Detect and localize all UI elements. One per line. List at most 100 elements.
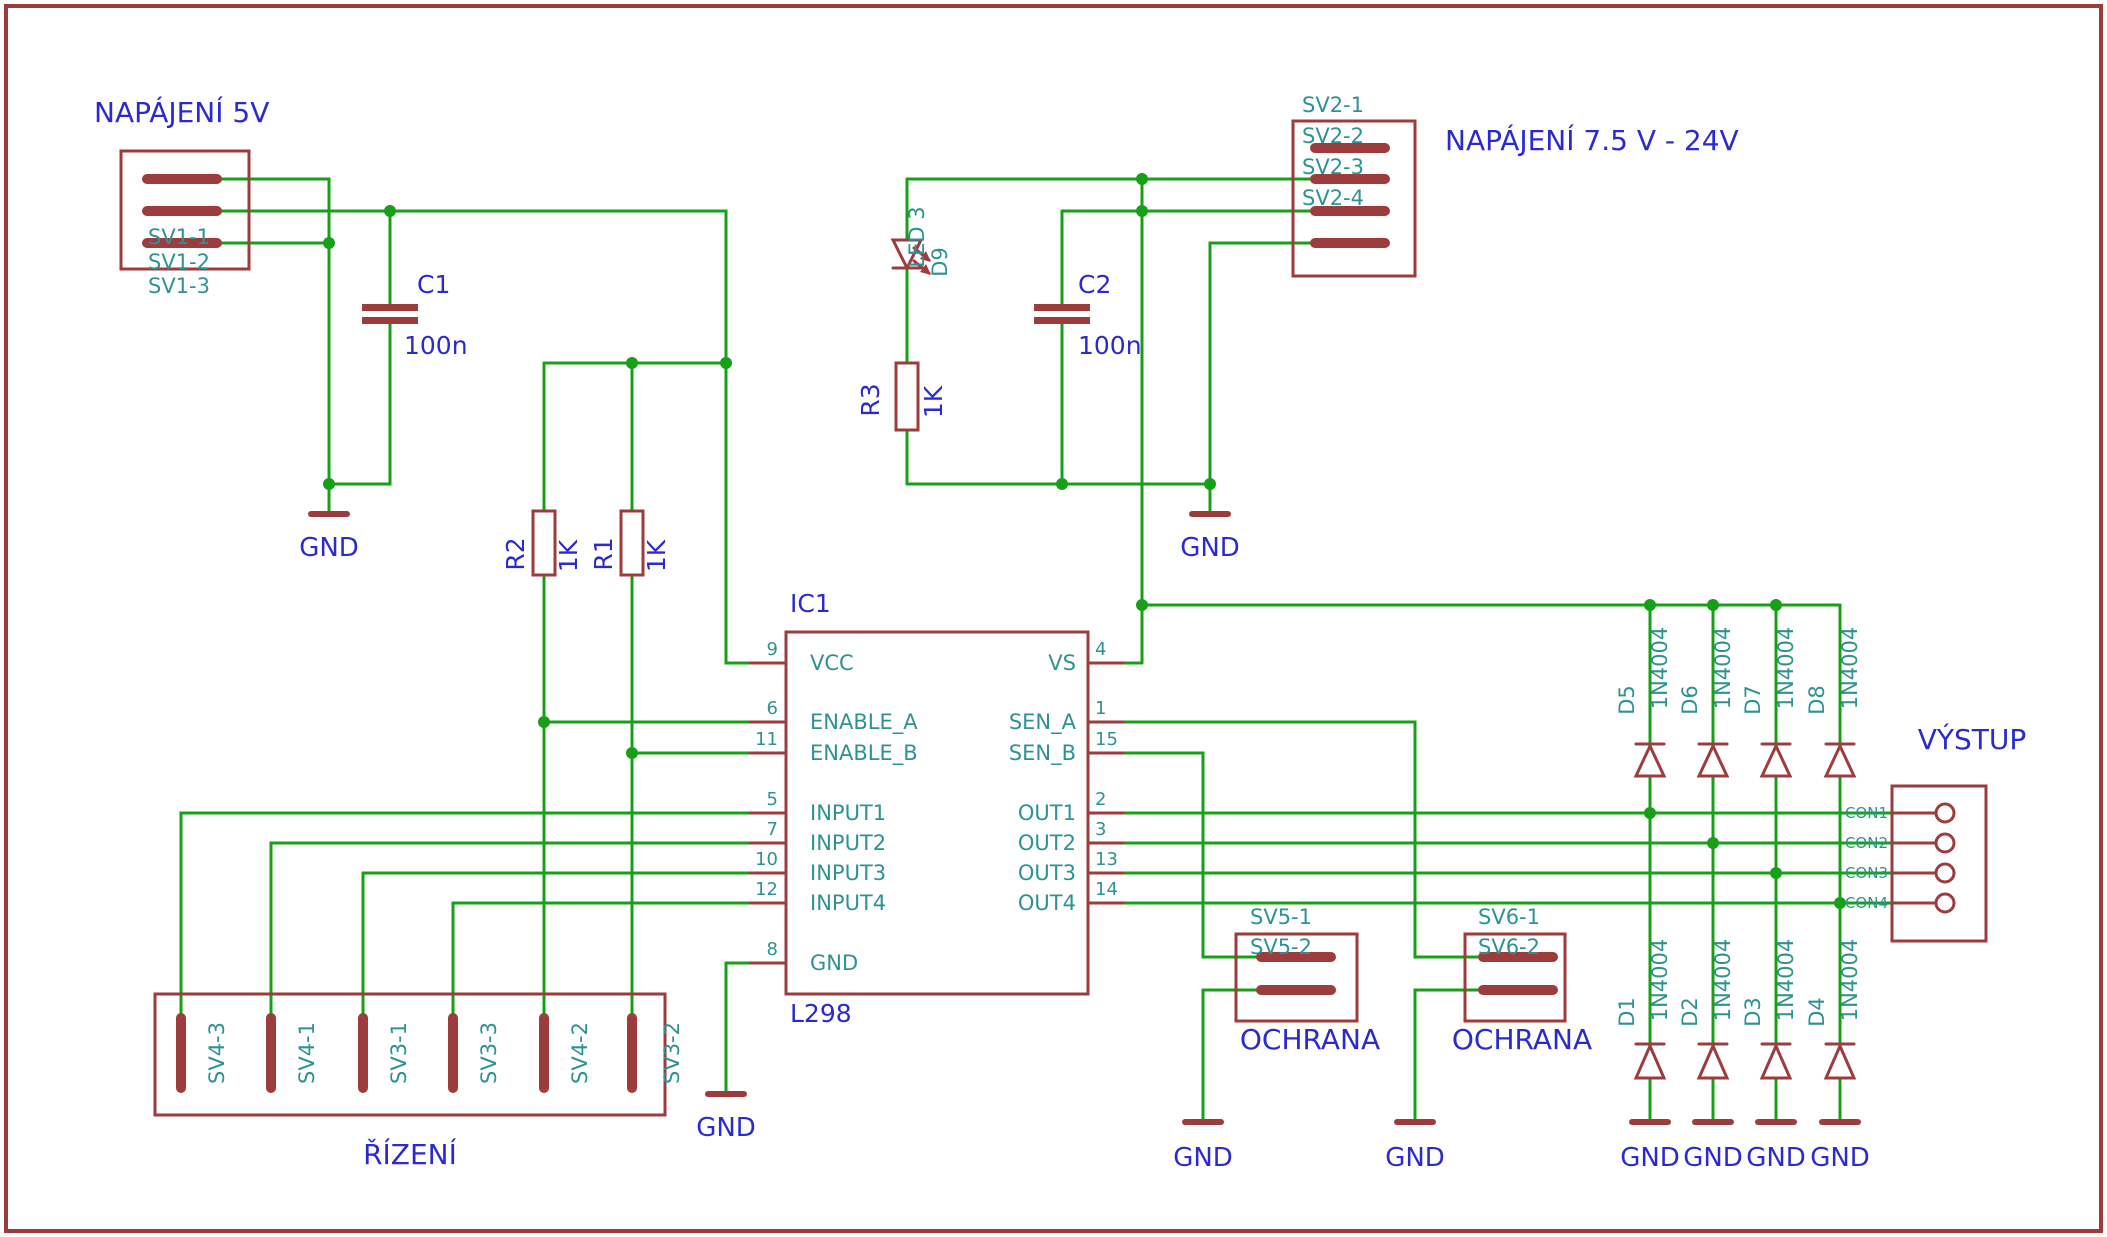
pin-number: 11 xyxy=(755,729,778,750)
pin-sv4-3 xyxy=(176,1013,186,1093)
gnd-label: GND xyxy=(1810,1143,1870,1173)
connector-sv2: SV2-1 SV2-2 SV2-3 SV2-4 xyxy=(1291,93,1417,278)
ic-l298: 9 6 11 5 7 10 12 8 VCC ENABLE_A ENABLE_B… xyxy=(748,589,1125,1028)
pin-name: OUT1 xyxy=(1018,801,1076,825)
pin-name: OUT4 xyxy=(1018,891,1076,915)
gnd-symbol: GND xyxy=(1810,1119,1870,1173)
pin-sv2-3 xyxy=(1310,206,1390,216)
pin-number: 1 xyxy=(1095,698,1106,719)
diode-d1: D1 1N4004 xyxy=(1615,939,1672,1080)
pin-circle-con3 xyxy=(1934,862,1956,884)
part-name: C1 xyxy=(417,270,450,299)
pin-number: 13 xyxy=(1095,849,1118,870)
gnd-label: GND xyxy=(1180,533,1240,563)
led-arrowhead xyxy=(920,251,931,262)
pin-label: SV3-1 xyxy=(387,1022,411,1084)
pin-label: CON2 xyxy=(1845,834,1888,852)
pin-sv4-1 xyxy=(266,1013,276,1093)
diode-d2: D2 1N4004 xyxy=(1678,939,1735,1080)
title-power-24v: NAPÁJENÍ 7.5 V - 24V xyxy=(1445,123,1739,157)
part-name: D3 xyxy=(1741,997,1765,1027)
pin-name: INPUT1 xyxy=(810,801,886,825)
pin-number: 4 xyxy=(1095,639,1106,660)
part-value: 100n xyxy=(404,331,468,360)
pin-label: SV5-1 xyxy=(1250,905,1312,929)
pin-name: ENABLE_A xyxy=(810,710,918,735)
part-name: R1 xyxy=(589,537,618,570)
part-name: D5 xyxy=(1615,685,1639,715)
junction-dots xyxy=(323,173,1846,909)
pin-label: SV1-3 xyxy=(148,274,210,298)
pin-sv2-2 xyxy=(1310,174,1390,184)
net-gnd-right xyxy=(905,209,1312,516)
pin-sv4-2 xyxy=(539,1013,549,1093)
connector-rizeni-body xyxy=(153,992,667,1117)
led-triangle xyxy=(890,238,924,272)
part-value: LED 3 xyxy=(905,206,929,267)
gnd-symbol: GND xyxy=(1683,1119,1743,1173)
capacitor-plate xyxy=(362,304,418,311)
net-ic-gnd xyxy=(724,961,752,1096)
part-name: D4 xyxy=(1805,997,1829,1027)
part-value: L298 xyxy=(790,999,852,1028)
pin-name: OUT2 xyxy=(1018,831,1076,855)
pin-label: SV6-2 xyxy=(1478,935,1540,959)
pin-sv1-1 xyxy=(142,174,222,184)
pin-name: INPUT2 xyxy=(810,831,886,855)
pin-sv6-1 xyxy=(1478,952,1558,962)
net-vs xyxy=(905,177,1842,665)
gnd-label: GND xyxy=(299,533,359,563)
pin-label: SV6-1 xyxy=(1478,905,1540,929)
connector-sv5-body xyxy=(1234,932,1359,1023)
pin-label: CON4 xyxy=(1845,894,1888,912)
drawing-frame xyxy=(4,4,2103,1233)
part-name: D7 xyxy=(1741,685,1765,715)
led-d9: LED 3 D9 xyxy=(890,206,952,277)
net-enable xyxy=(542,573,752,1015)
gnd-symbol: GND xyxy=(1173,1119,1233,1173)
pin-sv2-4 xyxy=(1310,238,1390,248)
pin-label: SV2-1 xyxy=(1302,93,1364,117)
connector-sv5: SV5-1 SV5-2 xyxy=(1234,905,1359,1023)
pin-circle-con2 xyxy=(1934,832,1956,854)
pin-name: GND xyxy=(810,951,858,975)
pin-name: INPUT4 xyxy=(810,891,886,915)
diode-triangle xyxy=(1633,742,1667,778)
pin-number: 9 xyxy=(767,639,778,660)
connector-sv6-body xyxy=(1463,932,1567,1023)
pin-sv3-3 xyxy=(448,1013,458,1093)
connector-sv2-body xyxy=(1291,119,1417,278)
title-protection-left: OCHRANA xyxy=(1240,1023,1380,1056)
diode-triangle xyxy=(1633,1042,1667,1080)
part-name: R3 xyxy=(856,383,885,416)
capacitor-c1: C1 100n xyxy=(362,270,468,360)
pin-label: SV4-2 xyxy=(568,1022,592,1084)
net-gnd-left xyxy=(220,177,392,516)
pin-number: 5 xyxy=(767,789,778,810)
part-name: D8 xyxy=(1805,685,1829,715)
pin-sv5-2 xyxy=(1256,985,1336,995)
pin-label: SV5-2 xyxy=(1250,935,1312,959)
pin-number: 2 xyxy=(1095,789,1106,810)
pin-name: SEN_B xyxy=(1009,741,1076,766)
diode-triangle xyxy=(1696,1042,1730,1080)
gnd-symbol: GND xyxy=(1746,1119,1806,1173)
resistor-body xyxy=(531,509,557,577)
pin-label: SV4-3 xyxy=(205,1022,229,1084)
part-name: D1 xyxy=(1615,997,1639,1027)
diode-d8: D8 1N4004 xyxy=(1805,627,1862,778)
pin-number: 7 xyxy=(767,819,778,840)
pin-label: SV1-1 xyxy=(148,225,210,249)
resistor-r2: R2 1K xyxy=(501,509,583,577)
ic-pin-stubs-right xyxy=(1086,661,1125,905)
part-value: 1N4004 xyxy=(1774,939,1798,1022)
pin-sv3-1 xyxy=(358,1013,368,1093)
connector-vystup: CON1 CON2 CON3 CON4 xyxy=(1845,784,1988,943)
diode-triangle xyxy=(1823,1042,1857,1080)
part-value: 1N4004 xyxy=(1648,627,1672,710)
pin-number: 12 xyxy=(755,879,778,900)
gnd-symbol: GND xyxy=(1385,1119,1445,1173)
gnd-label: GND xyxy=(696,1113,756,1143)
